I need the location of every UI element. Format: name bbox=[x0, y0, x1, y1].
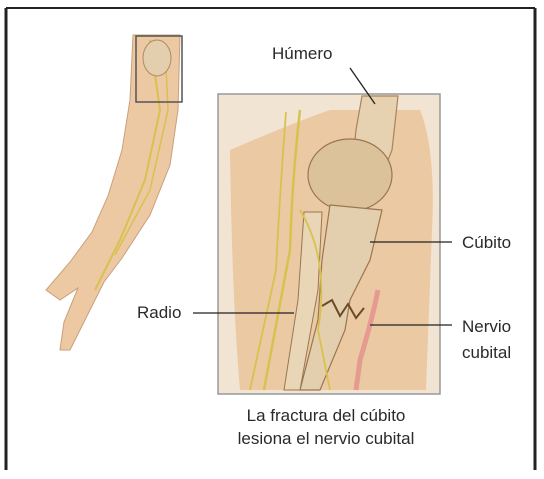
figure-caption: La fractura del cúbito lesiona el nervio… bbox=[208, 404, 444, 450]
nerve-label-line1: Nervio bbox=[462, 318, 511, 335]
radius-label: Radio bbox=[137, 304, 181, 321]
caption-line2: lesiona el nervio cubital bbox=[208, 427, 444, 450]
nerve-label-line2: cubital bbox=[462, 344, 511, 361]
ulna-label: Cúbito bbox=[462, 234, 511, 251]
elbow-joint bbox=[308, 139, 392, 211]
humerus-label: Húmero bbox=[272, 45, 332, 62]
elbow-closeup bbox=[218, 94, 440, 394]
caption-line1: La fractura del cúbito bbox=[208, 404, 444, 427]
